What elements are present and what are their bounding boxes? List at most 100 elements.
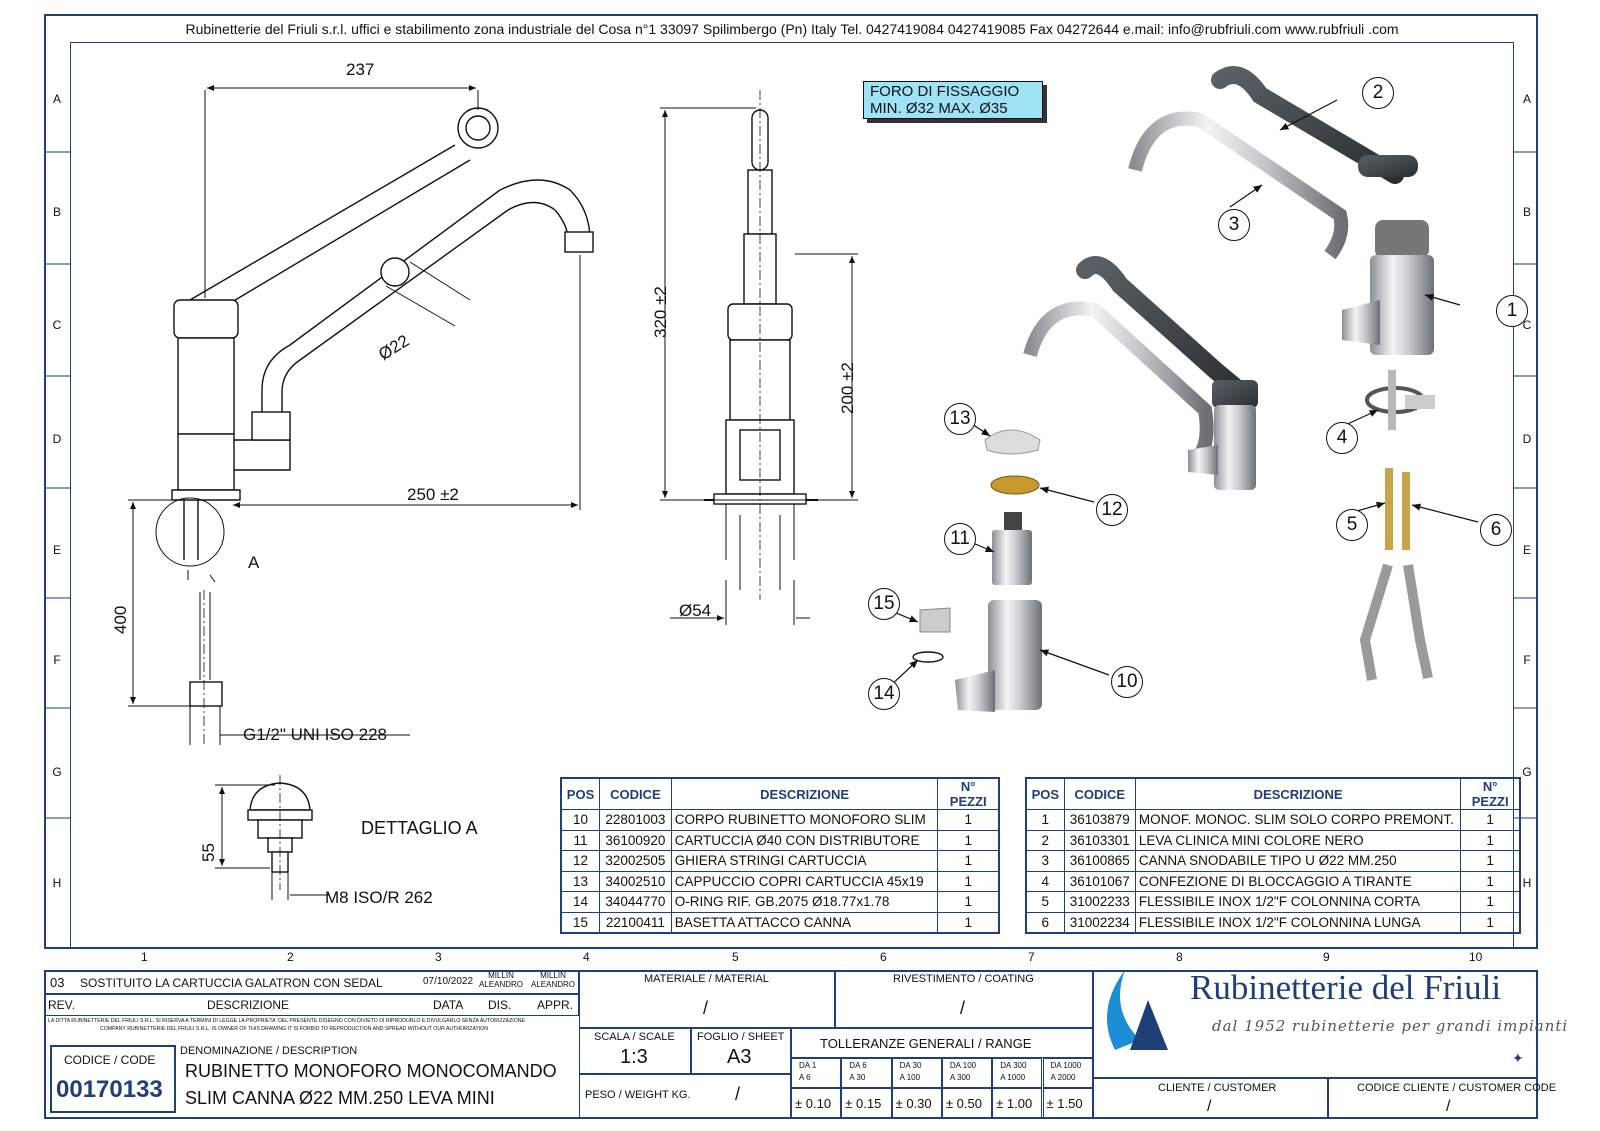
table-cell: O-RING RIF. GB.2075 Ø18.77x1.78: [670, 891, 939, 913]
side-view: [704, 90, 818, 600]
code-box: [50, 1045, 176, 1113]
table-cell: 34044770: [599, 891, 672, 913]
rev-description: SOSTITUITO LA CARTUCCIA GALATRON CON SED…: [80, 976, 383, 990]
table-cell: FLESSIBILE INOX 1/2"F COLONNINA CORTA: [1134, 891, 1462, 913]
col-label-6: 6: [880, 950, 887, 964]
table-cell: 34002510: [599, 870, 672, 892]
tolerance-value-cell: [841, 1088, 892, 1119]
tolerance-range-text: A 1000: [1000, 1073, 1026, 1082]
row-label-a-left: A: [52, 92, 61, 106]
table-cell: 1: [937, 911, 1000, 934]
tolerance-range-text: DA 300: [1000, 1061, 1027, 1070]
table-cell: LEVA CLINICA MINI COLORE NERO: [1134, 829, 1462, 851]
col-label-4: 4: [583, 950, 590, 964]
callout-15: 15: [868, 588, 900, 620]
tolerance-value: ± 0.30: [895, 1096, 932, 1111]
col-label-8: 8: [1176, 950, 1183, 964]
legal-notice-en: COMPANY RUBINETTERIE DEL FRIULI S.R.L. I…: [100, 1026, 488, 1032]
table-cell: 36103879: [1063, 809, 1136, 831]
table-cell: 1: [1460, 911, 1521, 934]
table-cell: 3: [1025, 850, 1065, 872]
col-label-2: 2: [287, 950, 294, 964]
table-header-cell: DESCRIZIONE: [1134, 777, 1462, 810]
dim-55: 55: [199, 843, 218, 862]
dim-237: 237: [346, 60, 375, 79]
table-cell: 4: [1025, 870, 1065, 892]
tolerance-label: TOLLERANZE GENERALI / RANGE: [820, 1036, 1032, 1051]
drawing-outer-frame: [44, 14, 1538, 949]
row-label-d-right: D: [1522, 432, 1532, 446]
table-cell: 12: [560, 850, 601, 872]
sheet-value: A3: [727, 1046, 752, 1068]
exploded-view-renders: [912, 66, 1435, 712]
appr-label: APPR.: [537, 998, 574, 1012]
brand-name: Rubinetterie del Friuli: [1190, 968, 1502, 1007]
table-cell: 10: [560, 809, 601, 831]
tolerance-value: ± 0.50: [945, 1096, 982, 1111]
material-cell: [579, 970, 835, 1028]
table-cell: 36100920: [599, 829, 672, 851]
denomination-label: DENOMINAZIONE / DESCRIPTION: [180, 1045, 358, 1057]
legal-notice: LA DITTA RUBINETTERIE DEL FRIULI S.R.L. …: [48, 1018, 525, 1024]
denomination-line-1: RUBINETTO MONOFORO MONOCOMANDO: [185, 1061, 557, 1081]
detail-a-title: DETTAGLIO A: [361, 818, 478, 838]
table-header-cell: POS: [560, 777, 601, 810]
row-label-e-right: E: [1522, 543, 1531, 557]
callout-3: 3: [1218, 209, 1250, 241]
table-cell: 36100865: [1063, 850, 1136, 872]
table-cell: 14: [560, 891, 601, 913]
dis-label: DIS.: [488, 998, 512, 1012]
tolerance-range-cell: [941, 1058, 993, 1088]
table-cell: 31002233: [1063, 891, 1136, 913]
table-cell: CAPPUCCIO COPRI CARTUCCIA 45x19: [670, 870, 939, 892]
table-cell: 1: [1460, 809, 1521, 831]
rev-label: REV.: [48, 998, 75, 1012]
row-label-g-left: G: [52, 765, 62, 779]
row-label-d-left: D: [52, 432, 62, 446]
star-icon: ✦: [1512, 1050, 1524, 1066]
dim-200: 200 ±2: [838, 362, 857, 414]
table-cell: FLESSIBILE INOX 1/2"F COLONNINA LUNGA: [1134, 911, 1462, 934]
table-cell: 1: [937, 850, 1000, 872]
row-label-h-left: H: [52, 876, 62, 890]
scale-value: 1:3: [620, 1046, 648, 1068]
col-label-10: 10: [1469, 950, 1483, 964]
tolerance-value-cell: [891, 1088, 942, 1119]
row-label-a-right: A: [1522, 92, 1531, 106]
note-line-2: MIN. Ø32 MAX. Ø35: [870, 100, 1008, 117]
table-cell: CORPO RUBINETTO MONOFORO SLIM: [670, 809, 939, 831]
table-cell: GHIERA STRINGI CARTUCCIA: [670, 850, 939, 872]
table-header-cell: N° PEZZI: [1460, 777, 1521, 810]
tolerance-range-text: DA 100: [949, 1061, 977, 1070]
table-cell: 36101067: [1063, 870, 1136, 892]
sheet-cell: [691, 1028, 791, 1074]
drawing-code: 00170133: [56, 1076, 163, 1103]
table-cell: 15: [560, 911, 601, 934]
callout-1: 1: [1496, 295, 1528, 327]
tolerance-range-text: DA 1: [799, 1061, 817, 1070]
table-cell: CONFEZIONE DI BLOCCAGGIO A TIRANTE: [1134, 870, 1462, 892]
customer-code-label: CODICE CLIENTE / CUSTOMER CODE: [1357, 1082, 1557, 1094]
scale-label: SCALA / SCALE: [594, 1031, 675, 1043]
weight-label: PESO / WEIGHT KG.: [585, 1089, 691, 1101]
callout-10: 10: [1111, 666, 1143, 698]
table-cell: 32002505: [599, 850, 672, 872]
tolerance-range-cell: [841, 1058, 892, 1088]
table-cell: 1: [937, 891, 1000, 913]
rev-approver: MILLIN ALEANDRO: [530, 971, 575, 989]
table-cell: 22100411: [599, 911, 672, 934]
rev-designer: MILLIN ALEANDRO: [478, 971, 523, 989]
row-label-g-right: G: [1522, 765, 1532, 779]
callout-5: 5: [1336, 509, 1368, 541]
row-label-c-right: C: [1522, 318, 1532, 332]
